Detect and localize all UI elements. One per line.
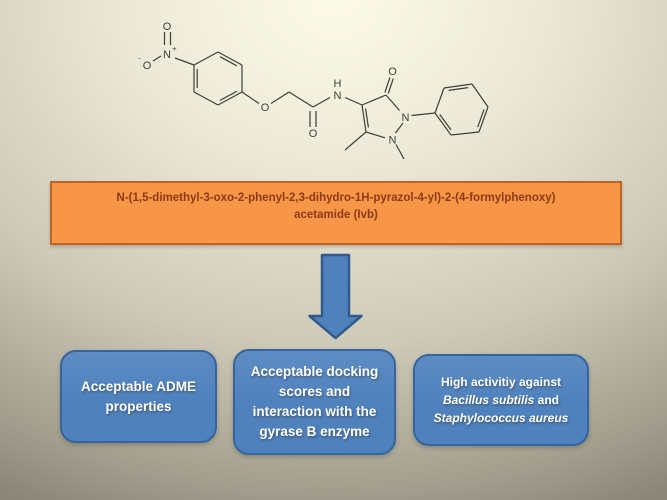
molecule-atom-labels: O N + - O O O N H O N N bbox=[138, 21, 409, 147]
nitro-nitrogen-label: N bbox=[163, 49, 171, 61]
adme-text: Acceptable ADME properties bbox=[80, 378, 197, 414]
pyrazole-n2-label: N bbox=[402, 112, 410, 124]
activity-conjunction: and bbox=[537, 393, 560, 407]
amide-hydrogen-label: H bbox=[334, 78, 342, 90]
compound-name-box: N-(1,5-dimethyl-3-oxo-2-phenyl-2,3-dihyd… bbox=[50, 181, 622, 245]
species-bacillus: Bacillus subtilis bbox=[442, 393, 535, 407]
nitro-oxide-label: O bbox=[143, 60, 152, 72]
nitro-oxygen-label: O bbox=[163, 21, 172, 33]
pyrazole-n1-label: N bbox=[389, 135, 397, 147]
nitro-minus-label: - bbox=[138, 54, 141, 63]
amide-oxygen-label: O bbox=[309, 128, 318, 140]
down-arrow-shape bbox=[308, 253, 363, 340]
activity-line3: Staphylococcus aureus bbox=[425, 409, 577, 427]
compound-name-line2: acetamide (Ivb) bbox=[294, 209, 378, 221]
molecule-bonds bbox=[152, 32, 489, 160]
nitro-plus-label: + bbox=[172, 44, 177, 53]
keto-oxygen-label: O bbox=[388, 66, 397, 78]
activity-line1: High activitiy against bbox=[440, 375, 562, 389]
amide-nitrogen-label: N bbox=[334, 90, 342, 102]
species-staphylococcus: Staphylococcus aureus bbox=[433, 411, 569, 425]
activity-line2: Bacillus subtilis and bbox=[425, 391, 577, 409]
outcome-box-activity: High activitiy against Bacillus subtilis… bbox=[413, 354, 589, 446]
outcome-box-adme: Acceptable ADME properties bbox=[60, 350, 217, 443]
outcome-box-docking: Acceptable docking scores and interactio… bbox=[233, 349, 396, 455]
compound-name-line1: N-(1,5-dimethyl-3-oxo-2-phenyl-2,3-dihyd… bbox=[116, 192, 556, 204]
docking-text: Acceptable docking scores and interactio… bbox=[250, 364, 379, 439]
ether-oxygen-label: O bbox=[261, 102, 270, 114]
